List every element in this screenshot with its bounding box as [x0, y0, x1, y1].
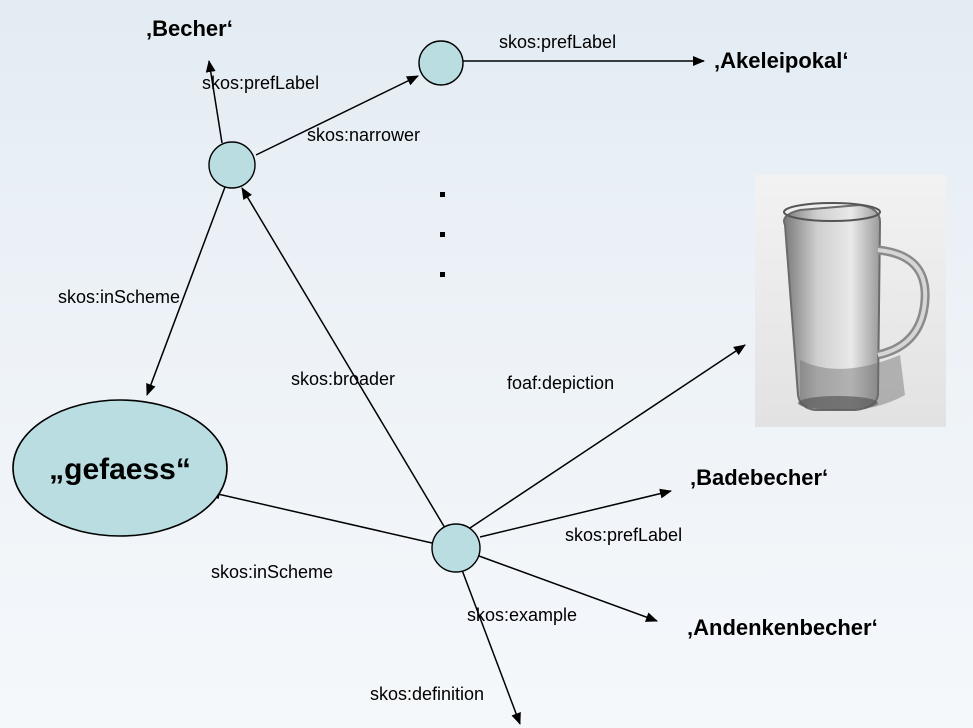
- label-narrower-preflabel: skos:prefLabel: [499, 32, 616, 52]
- ellipsis-dots: [440, 192, 445, 277]
- concept-scheme-ellipse: [12, 399, 228, 537]
- edge-narrower: [255, 75, 419, 156]
- literal-badebecher: ‚Badebecher‘: [690, 465, 828, 490]
- edge-inscheme-bottom: [208, 489, 433, 544]
- label-inscheme-top: skos:inScheme: [58, 287, 180, 307]
- concept-scheme-label: „gefaess“: [49, 453, 191, 486]
- concept-node-badebecher: [431, 523, 481, 573]
- edge-broader: [241, 187, 446, 529]
- concept-node-becher: [208, 141, 256, 189]
- literal-becher: ‚Becher‘: [146, 16, 233, 41]
- label-becher-preflabel: skos:prefLabel: [202, 73, 319, 93]
- label-broader: skos:broader: [291, 369, 395, 389]
- glass-mug-photo: [755, 175, 946, 427]
- concept-node-narrower: [418, 40, 464, 86]
- edge-definition: [461, 569, 521, 725]
- edge-inscheme-top: [146, 186, 226, 396]
- edge-badebecher-preflabel: [479, 488, 672, 538]
- edge-becher-preflabel: [205, 60, 223, 144]
- literal-akeleipokal: ‚Akeleipokal‘: [714, 48, 849, 73]
- edge-depiction: [469, 344, 746, 529]
- edge-example: [478, 555, 658, 622]
- literal-andenkenbecher: ‚Andenkenbecher‘: [687, 615, 878, 640]
- label-depiction: foaf:depiction: [507, 373, 614, 393]
- label-example: skos:example: [467, 605, 577, 625]
- label-inscheme-bottom: skos:inScheme: [211, 562, 333, 582]
- label-definition: skos:definition: [370, 684, 484, 704]
- label-badebecher-preflabel: skos:prefLabel: [565, 525, 682, 545]
- label-narrower: skos:narrower: [307, 125, 420, 145]
